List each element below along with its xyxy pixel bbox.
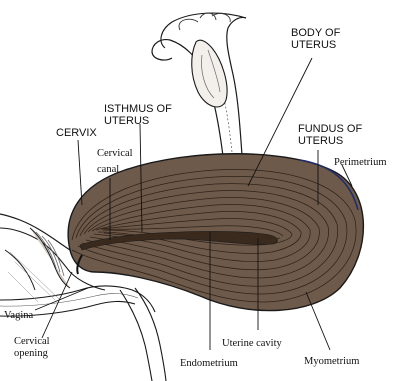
label-endometrium: Endometrium bbox=[180, 358, 238, 369]
label-cervical-canal-2: canal bbox=[97, 164, 119, 175]
uterus-body bbox=[68, 154, 363, 311]
fallopian-tube bbox=[152, 13, 246, 172]
label-fundus-1: FUNDUS OF bbox=[298, 123, 362, 135]
label-isthmus-1: ISTHMUS OF bbox=[104, 103, 172, 115]
label-body-of-uterus-1: BODY OF bbox=[291, 27, 341, 39]
label-vagina: Vagina bbox=[4, 310, 33, 321]
label-cervical-canal-1: Cervical bbox=[97, 148, 133, 159]
label-fundus-2: UTERUS bbox=[298, 135, 343, 147]
label-myometrium: Myometrium bbox=[304, 356, 359, 367]
label-cervical-opening-1: Cervical bbox=[14, 336, 50, 347]
label-body-of-uterus-2: UTERUS bbox=[291, 39, 336, 51]
label-cervical-opening-2: opening bbox=[14, 348, 49, 359]
cervix-leader bbox=[78, 140, 82, 205]
label-cervix: CERVIX bbox=[56, 127, 97, 139]
label-isthmus-2: UTERUS bbox=[104, 115, 149, 127]
label-uterine-cavity: Uterine cavity bbox=[222, 338, 283, 349]
label-perimetrium: Perimetrium bbox=[334, 157, 387, 168]
